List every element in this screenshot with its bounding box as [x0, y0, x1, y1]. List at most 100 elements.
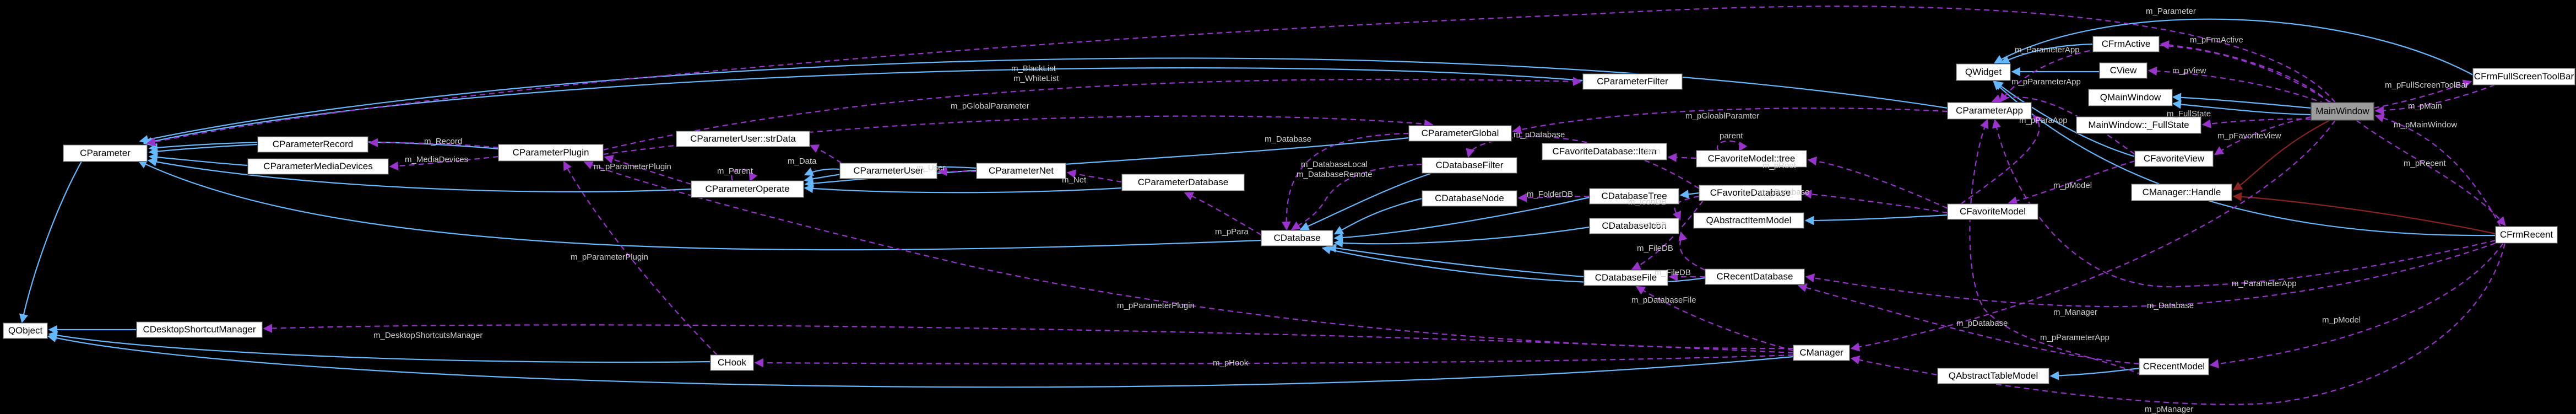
- edge-CParameterGlobal-to-CDatabase: [1282, 132, 1409, 231]
- node-CParameterOperate[interactable]: CParameterOperate: [691, 181, 804, 197]
- edge-CRecentModel-to-CRecentDatabase: [1797, 283, 2140, 365]
- node-QMainWindow[interactable]: QMainWindow: [2089, 89, 2172, 106]
- edge-CFavoriteModelTree-to-CFavoriteModelTree: [1716, 140, 1748, 152]
- edge-CFrmRecent-to-MainWindow: [2374, 114, 2501, 227]
- edge-CParameterUser-to-CParameterUserStrData: [809, 144, 842, 164]
- edge-CManager-to-CDesktopShortcutManager: [263, 324, 1794, 354]
- node-CParameterFilter[interactable]: CParameterFilter: [1583, 74, 1682, 89]
- node-CParameter[interactable]: CParameter: [63, 145, 147, 162]
- edge-CParameterPlugin-to-CParameterFilter: [603, 77, 1582, 151]
- edge-CFrmActive-to-QWidget: [2000, 43, 2094, 64]
- edge-CDatabaseFilter-to-CDatabase: [1299, 172, 1433, 230]
- edge-CRecentDatabase-to-CDatabaseIcon: [1678, 231, 1706, 271]
- edge-CDatabase-to-CParameterDatabase: [1184, 192, 1262, 235]
- edge-CFavoriteView-to-CFavoriteModel: [2008, 160, 2135, 206]
- edge-CDatabaseTree-to-CDatabase: [1333, 196, 1590, 243]
- edge-CFrmRecent-to-QWidget: [1993, 80, 2496, 236]
- node-CDatabaseFile[interactable]: CDatabaseFile: [1584, 270, 1668, 286]
- node-CParameterGlobal[interactable]: CParameterGlobal: [1409, 126, 1511, 141]
- edge-CFavoriteDatabase-to-CDatabaseFilter: [1466, 136, 1700, 189]
- edge-MainWindow-to-CFrmFullScreenToolBar: [2373, 79, 2472, 109]
- node-CParameterUser[interactable]: CParameterUser: [840, 163, 937, 179]
- edge-MainWindow-to-CFrmActive: [2160, 40, 2330, 103]
- edge-CFavoriteModel-to-CFavoriteModelTree: [1807, 156, 1948, 209]
- edge-CFavoriteDatabase-to-CDatabaseIcon: [1672, 195, 1700, 221]
- node-CDatabaseFilter[interactable]: CDatabaseFilter: [1422, 158, 1517, 173]
- node-CManager[interactable]: CManager: [1793, 345, 1850, 361]
- node-CRecentModel[interactable]: CRecentModel: [2139, 358, 2209, 375]
- edge-CParameterPlugin-to-CParameterMediaDevices: [389, 155, 499, 171]
- edge-CDatabaseTree-to-CDatabaseNode: [1517, 193, 1590, 202]
- node-CView[interactable]: CView: [2100, 63, 2147, 78]
- node-CFavoriteView[interactable]: CFavoriteView: [2135, 151, 2213, 166]
- edge-CFavoriteView-to-CParameterApp: [1991, 94, 2135, 155]
- edge-CParameterOperate-to-CParameter: [147, 157, 692, 193]
- node-CManagerHandle[interactable]: CManager::Handle: [2132, 184, 2232, 201]
- edge-CParameterPlugin-to-CParameterRecord: [368, 138, 499, 149]
- edge-MainWindow-to-MainWindowFullState: [2201, 118, 2312, 128]
- edge-CParameterApp-to-CParameter: [139, 57, 1948, 144]
- node-QObject[interactable]: QObject: [3, 323, 47, 338]
- edge-CRecentModel-to-QAbstractTableModel: [2049, 367, 2140, 380]
- edge-MainWindow-to-CParameter: [146, 6, 2336, 147]
- edge-CFrmRecent-to-CManager: [1850, 243, 2506, 405]
- edge-CDatabaseFilter-to-CDatabase: [1290, 163, 1423, 230]
- node-CFavoriteDatabase[interactable]: CFavoriteDatabase: [1699, 185, 1802, 201]
- edge-CParameterPlugin-to-CParameterGlobal: [603, 115, 1434, 155]
- edge-CFavoriteModel-to-CParameterApp: [1960, 115, 2042, 205]
- edge-CFavoriteDatabase-to-CDatabaseFile: [1631, 200, 1704, 270]
- node-CParameterMediaDevices[interactable]: CParameterMediaDevices: [248, 159, 388, 174]
- node-CParameterApp[interactable]: CParameterApp: [1948, 103, 2031, 119]
- edge-CFrmFullScreenToolBar-to-QWidget: [1993, 18, 2474, 76]
- node-MainWindowFullState[interactable]: MainWindow::_FullState: [2076, 117, 2201, 133]
- node-CParameterRecord[interactable]: CParameterRecord: [258, 137, 368, 152]
- node-CDatabase[interactable]: CDatabase: [1261, 230, 1333, 246]
- edge-MainWindow-to-QMainWindow: [2172, 93, 2312, 109]
- edge-CFavoriteModelTree-to-CFavoriteDatabaseItem: [1667, 153, 1697, 163]
- node-CHook[interactable]: CHook: [711, 355, 753, 370]
- edge-CFrmRecent-to-CRecentModel: [2209, 243, 2504, 369]
- edge-CParameterOperate-to-CParameterPlugin: [604, 155, 692, 185]
- edge-CFrmRecent-to-CParameterApp: [1992, 119, 2496, 288]
- edge-CParameterDatabase-to-CParameterOperate: [804, 184, 1122, 193]
- node-CRecentDatabase[interactable]: CRecentDatabase: [1705, 269, 1804, 284]
- node-QAbstractTableModel[interactable]: QAbstractTableModel: [1938, 368, 2049, 384]
- node-MainWindow: MainWindow: [2311, 103, 2374, 120]
- node-CFrmActive[interactable]: CFrmActive: [2093, 36, 2159, 52]
- node-QWidget[interactable]: QWidget: [1956, 64, 2010, 80]
- edge-CFavoriteModel-to-CFavoriteDatabase: [1802, 190, 1948, 214]
- edge-CParameterApp-to-CParameterGlobal: [1512, 107, 1948, 135]
- node-CFavoriteModelTree[interactable]: CFavoriteModel::tree: [1696, 150, 1807, 167]
- edge-CFavoriteDatabase-to-CDatabaseTree: [1679, 190, 1700, 199]
- node-CFrmFullScreenToolBar[interactable]: CFrmFullScreenToolBar: [2473, 68, 2575, 85]
- edge-MainWindow-to-CManagerHandle: [2232, 120, 2330, 191]
- edge-CManager-to-CDatabaseFile: [1635, 286, 1794, 352]
- edge-MainWindow-to-CFrmRecent: [2356, 120, 2506, 226]
- edge-CFrmRecent-to-CManagerHandle: [2232, 192, 2496, 235]
- node-CParameterPlugin[interactable]: CParameterPlugin: [498, 144, 603, 161]
- edge-CParameterOperate-to-CParameterOperate: [731, 169, 758, 182]
- node-CFrmRecent[interactable]: CFrmRecent: [2496, 227, 2557, 243]
- node-CParameterNet[interactable]: CParameterNet: [977, 163, 1066, 179]
- node-CDatabaseNode[interactable]: CDatabaseNode: [1422, 191, 1517, 206]
- edge-CDatabaseFile-to-CDatabase: [1327, 243, 1585, 278]
- node-CFavoriteDatabaseItem[interactable]: CFavoriteDatabase::Item: [1542, 143, 1667, 160]
- edge-CParameterUser-to-CParameterOperate: [804, 167, 840, 176]
- edge-CFavoriteView-to-QWidget: [1994, 80, 2135, 158]
- node-CFavoriteModel[interactable]: CFavoriteModel: [1948, 204, 2038, 219]
- node-CParameterDatabase[interactable]: CParameterDatabase: [1122, 174, 1244, 191]
- edge-CManager-to-QObject: [47, 333, 1794, 388]
- edge-CFrmFullScreenToolBar-to-MainWindow: [2374, 84, 2496, 115]
- edge-CDatabaseNode-to-CDatabase: [1333, 197, 1423, 235]
- node-CDatabaseTree[interactable]: CDatabaseTree: [1590, 189, 1679, 204]
- node-QAbstractItemModel[interactable]: QAbstractItemModel: [1694, 213, 1804, 228]
- edges: [19, 6, 2506, 405]
- node-CParameterUserStrData[interactable]: CParameterUser::strData: [676, 131, 810, 147]
- node-CDatabaseIcon[interactable]: CDatabaseIcon: [1590, 218, 1679, 234]
- node-CDesktopShortcutManager[interactable]: CDesktopShortcutManager: [137, 322, 262, 337]
- edge-CParameterMediaDevices-to-CParameter: [148, 152, 248, 166]
- edge-CParameterDatabase-to-CParameterNet: [1066, 169, 1122, 183]
- edge-CDatabaseIcon-to-CDatabase: [1333, 226, 1590, 248]
